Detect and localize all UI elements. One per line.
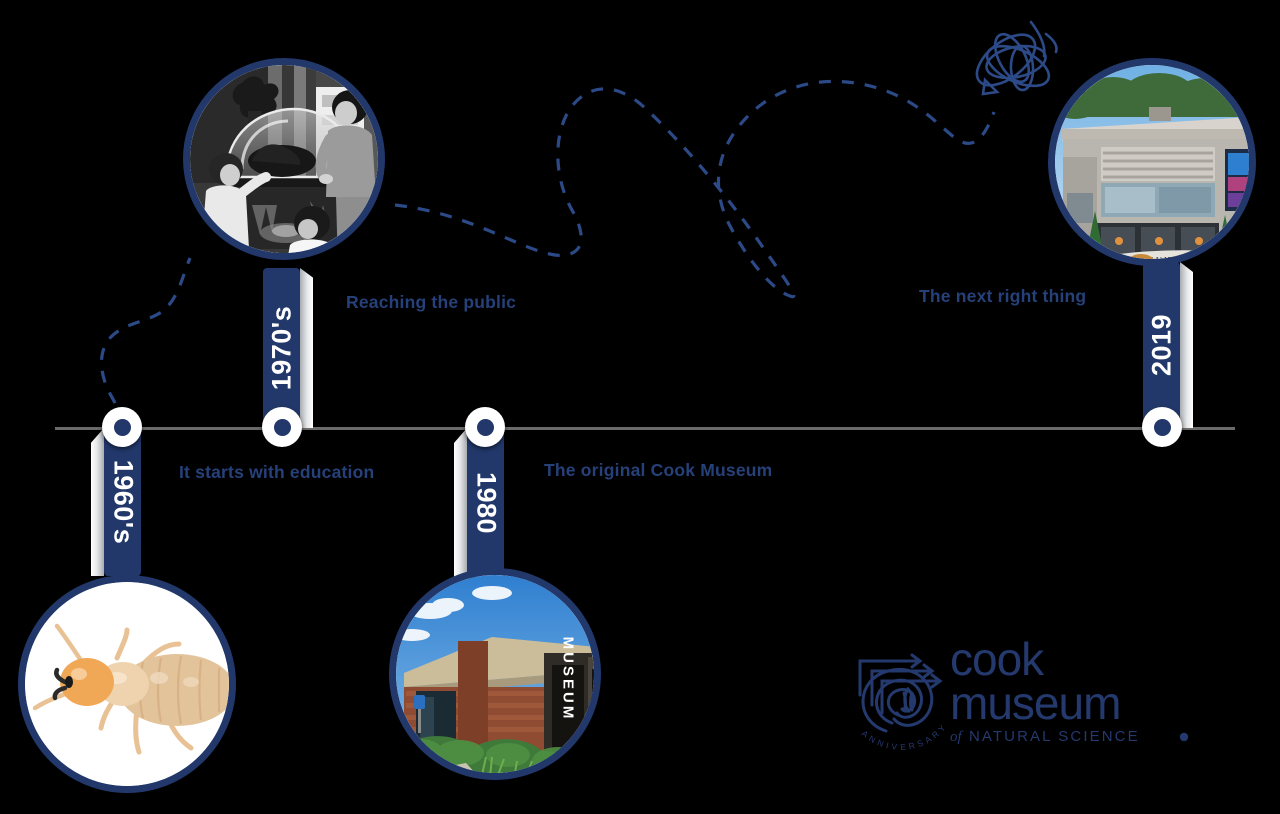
ribbon-label-1970s: 1970's [266,305,296,391]
ribbon-label-2019: 2019 [1146,313,1176,377]
scribble-doodle [975,20,1058,96]
timeline-axis [55,427,1235,430]
caption-1980: The original Cook Museum [544,460,773,480]
logo-line-natural-science: NATURAL SCIENCE [969,728,1140,745]
logo-wordmark: cook museum of NATURAL SCIENCE [950,633,1189,745]
ribbon-1980: 1980 [454,428,504,578]
dashed-journey-path-left [99,257,192,426]
node-1980[interactable] [465,407,505,447]
caption-1960s: It starts with education [179,462,375,482]
ribbon-shadow [454,428,467,578]
caption-1970s: Reaching the public [346,292,517,312]
photo-termite[interactable] [18,575,236,793]
ribbon-label-1980: 1980 [471,471,501,535]
svg-text:MUSEUM: MUSEUM [593,650,594,715]
node-1960s[interactable] [102,407,142,447]
original-museum-building-photo: MUSEUM MUSEUM [396,575,594,773]
ribbon-shadow [300,268,313,428]
photo-new-museum[interactable]: cook museum of NATURAL SCIENCE [1048,58,1256,266]
logo-line-cook: cook [950,633,1045,685]
logo-line-of: of [950,729,964,745]
ribbon-1960s: 1960's [91,428,141,576]
cook-museum-logo[interactable]: ANNIVERSARY cook museum of NATURAL SCIEN… [826,613,1206,773]
anniversary-5-mark [858,653,943,733]
monument-sign-text: cook museum of NATURAL SCIENCE [1085,255,1241,259]
dashed-journey-path-main [394,79,996,299]
node-1970s[interactable] [262,407,302,447]
logo-line-museum: museum [950,677,1120,729]
ribbon-2019: 2019 [1143,262,1193,428]
ribbon-shadow [1180,262,1193,428]
node-2019[interactable] [1142,407,1182,447]
caption-2019: The next right thing [919,286,1087,306]
ribbon-label-1960s: 1960's [108,459,138,545]
new-museum-building-photo: cook museum of NATURAL SCIENCE [1055,65,1249,259]
photo-original-museum[interactable]: MUSEUM MUSEUM [389,568,601,780]
museum-sign-text: MUSEUM [560,637,577,722]
ribbon-shadow [91,428,104,576]
vintage-museum-exhibit-photo [190,65,378,253]
photo-vintage-exhibit[interactable] [183,58,385,260]
termite-illustration [25,582,229,786]
ribbon-1970s: 1970's [263,268,313,428]
registered-mark [1179,732,1189,742]
